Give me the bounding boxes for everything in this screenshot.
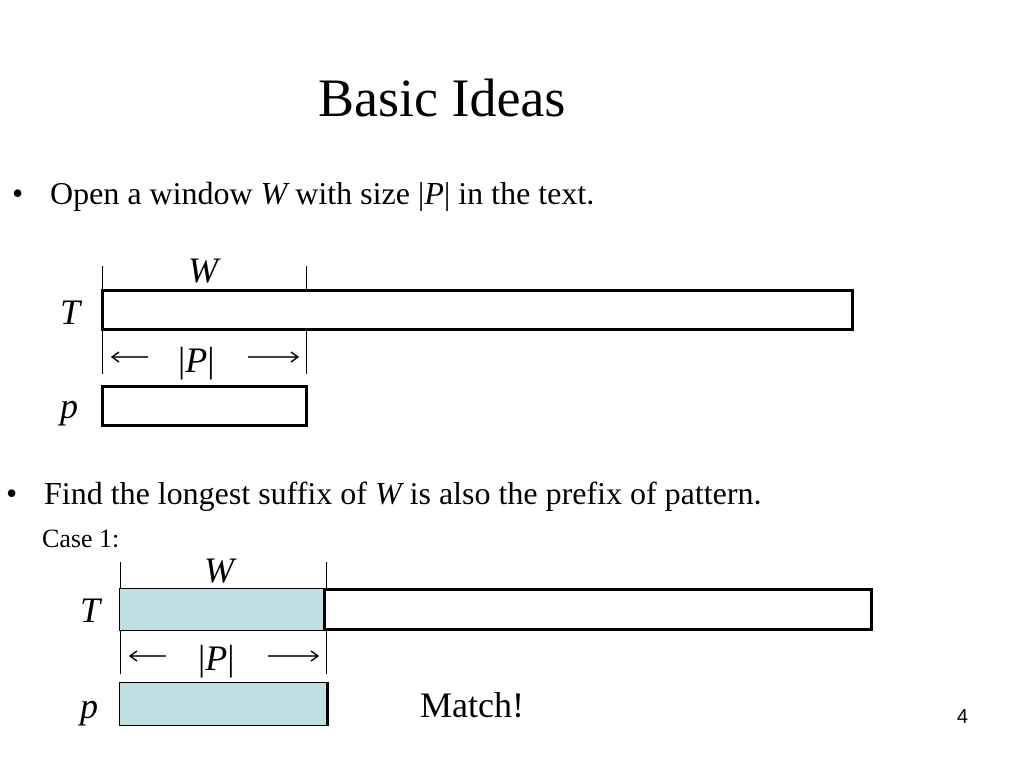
pattern-label: p: [60, 386, 78, 426]
page-number: 4: [956, 706, 968, 728]
arrow-right-icon: [248, 351, 300, 363]
length-bar-open: |: [198, 638, 206, 678]
window-label: W: [204, 550, 234, 590]
text-bar-rest: [323, 588, 873, 631]
case-label: Case 1:: [42, 524, 120, 553]
bullet-1-text-b: with size |: [287, 175, 425, 211]
bullet-2: • Find the longest suffix of W is also th…: [6, 474, 762, 512]
pattern-label: p: [80, 686, 98, 726]
bullet-1-var-p: P: [424, 175, 444, 211]
length-bar-close: |: [207, 340, 215, 380]
bullet-2-text-b: is also the prefix of pattern.: [401, 475, 762, 511]
bullet-marker: •: [6, 475, 18, 511]
bullet-marker: •: [12, 175, 24, 211]
match-status: Match!: [420, 685, 524, 725]
length-bar-open: |: [178, 340, 186, 380]
window-label: W: [188, 250, 218, 290]
bullet-2-var-w: W: [374, 475, 402, 511]
slide-title: Basic Ideas: [318, 68, 566, 128]
bullet-1-text-c: | in the text.: [443, 175, 595, 211]
text-label: T: [80, 590, 101, 630]
text-window-highlight: [119, 588, 326, 631]
bullet-2-text-a: Find the longest suffix of: [44, 475, 375, 511]
arrow-left-icon: [110, 351, 148, 363]
pattern-length-label: |P|: [178, 340, 214, 380]
arrow-left-icon: [128, 650, 166, 662]
pattern-length-label: |P|: [198, 638, 234, 678]
length-var: P: [205, 638, 228, 678]
bullet-1: • Open a window W with size |P| in the te…: [12, 174, 594, 212]
bullet-1-text-a: Open a window: [50, 175, 261, 211]
arrow-right-icon: [268, 650, 320, 662]
length-bar-close: |: [227, 638, 235, 678]
text-bar: [101, 289, 854, 331]
length-var: P: [185, 340, 208, 380]
pattern-bar-highlight: [119, 682, 329, 726]
bullet-1-var-w: W: [260, 175, 288, 211]
pattern-bar: [101, 385, 308, 427]
text-label: T: [60, 292, 81, 332]
